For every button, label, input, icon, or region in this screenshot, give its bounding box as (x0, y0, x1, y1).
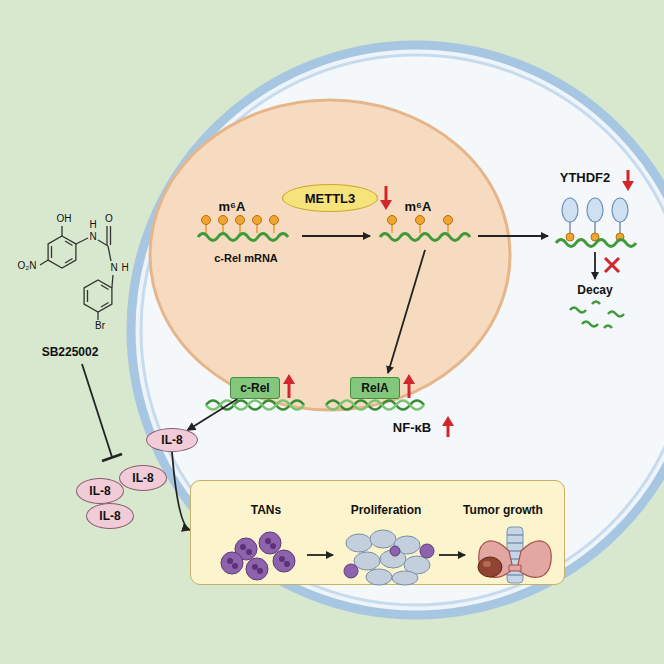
atom-label: Br (95, 320, 105, 331)
atom-label: N (110, 262, 117, 273)
arrow (388, 250, 425, 373)
connector-arrow (187, 399, 237, 430)
inhibition-bar (102, 454, 122, 461)
annotation-label: SB225002 (42, 345, 99, 359)
node-text: TANs (251, 503, 281, 517)
annotation-label: YTHDF2 (560, 170, 611, 185)
node-text: IL-8 (89, 484, 110, 498)
protein-box: c-Rel (230, 377, 280, 399)
arrow (594, 252, 596, 279)
block-cross (605, 258, 619, 272)
protein-box: RelA (350, 377, 400, 399)
annotation-label: m⁶A (219, 199, 246, 214)
atom-label: OH (57, 213, 72, 224)
annotation-label: m⁶A (405, 199, 432, 214)
dna-helix (206, 401, 424, 410)
annotation-label: Decay (577, 283, 612, 297)
node-text: c-Rel (240, 381, 269, 395)
annotation-label: c-Rel mRNA (214, 252, 278, 264)
node-text: IL-8 (132, 471, 153, 485)
arrow (302, 235, 370, 237)
node-text: Tumor growth (463, 503, 543, 517)
ythdf2-binding (556, 198, 636, 247)
cell-membrane (131, 45, 664, 615)
atom-label: H (121, 262, 128, 273)
cytokine-ellipse: IL-8 (146, 428, 198, 452)
node-text: RelA (361, 381, 388, 395)
node-text: IL-8 (99, 509, 120, 523)
panel-illustration (191, 481, 566, 586)
sb225002-structure (40, 226, 113, 320)
node-text: METTL3 (305, 191, 356, 206)
cytokine-ellipse: IL-8 (119, 465, 167, 491)
cytokine-ellipse: IL-8 (76, 478, 124, 504)
outcome-panel: TANs Proliferation Tumor growth (190, 480, 565, 585)
cell-inner (141, 55, 664, 605)
atom-label: O (105, 213, 113, 224)
cytokine-ellipse: IL-8 (86, 503, 134, 529)
connector-arrow (172, 452, 190, 530)
node-text: IL-8 (161, 433, 182, 447)
node-text: Proliferation (351, 503, 422, 517)
enzyme-oval: METTL3 (282, 184, 378, 212)
red-arrow (283, 170, 634, 437)
inhibition-line (82, 364, 112, 457)
atom-label: H (89, 219, 96, 230)
atom-label: N (89, 231, 96, 242)
arrow (478, 235, 548, 237)
mrna-methylated (198, 216, 288, 241)
mrna-fragments (570, 302, 624, 329)
nucleus (150, 100, 510, 410)
annotation-label: NF-κB (393, 420, 431, 435)
atom-label: O₂N (18, 260, 37, 271)
mrna-demethylated (380, 216, 470, 241)
